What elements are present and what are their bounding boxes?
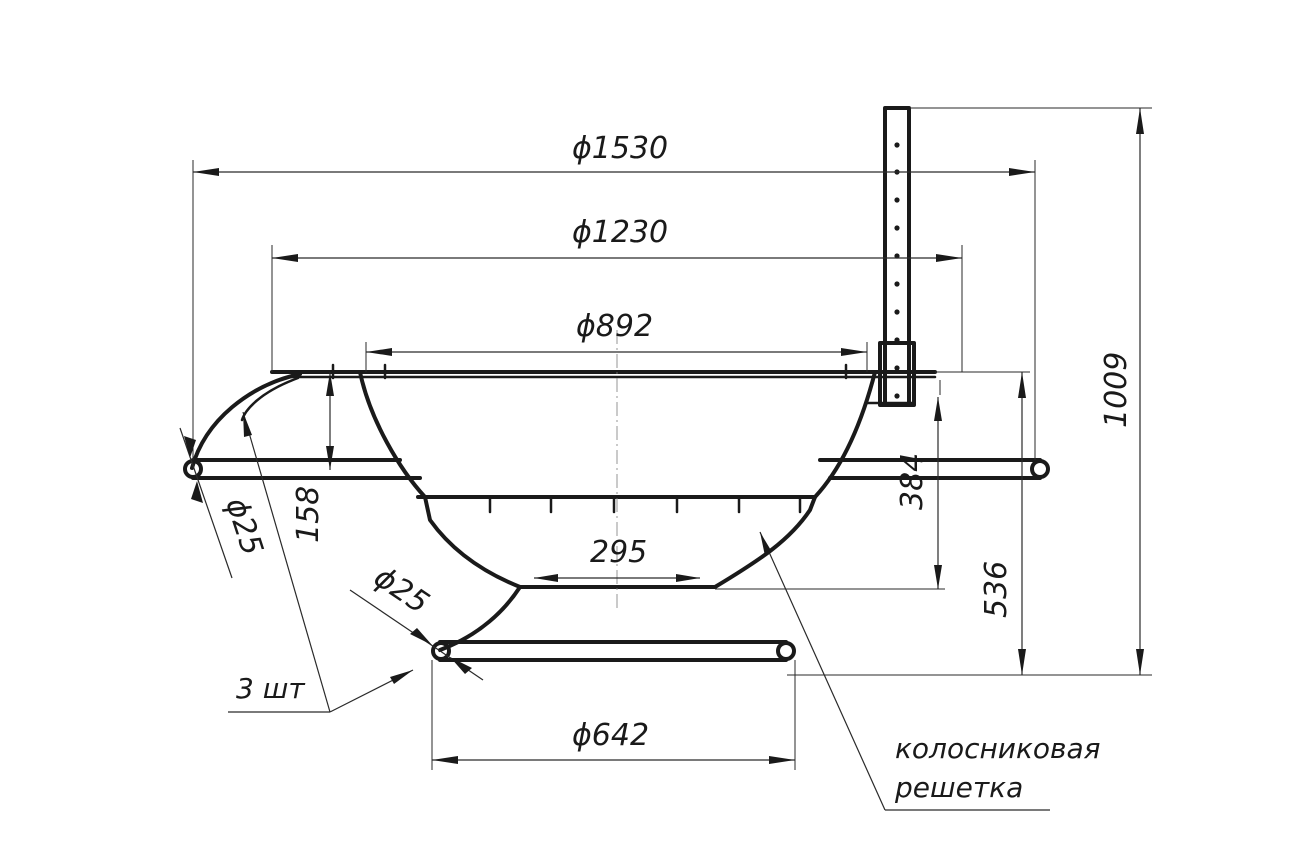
dimension-lines (179, 108, 1144, 811)
left-rim-arc (190, 372, 302, 470)
dim-outer-diameter: ϕ1530 (572, 131, 668, 166)
middle-ring-tube (191, 458, 1042, 480)
grate-ribs (488, 495, 802, 514)
post-holes (894, 142, 900, 399)
dim-bowl-depth: 384 (895, 453, 930, 510)
dim-rim-tube-diameter: ϕ25 (218, 494, 269, 560)
middle-ring-right-end (1030, 459, 1050, 479)
label-grate-line2: решетка (894, 771, 1023, 804)
base-ring-tube (438, 640, 788, 662)
dim-rim-height: 158 (291, 486, 326, 543)
middle-ring-left-end (183, 459, 203, 479)
parts (183, 106, 1050, 662)
base-ring-left-end (431, 641, 451, 661)
label-grate-line1: колосниковая (895, 732, 1101, 765)
dim-middle-diameter: ϕ1230 (572, 215, 668, 250)
base-ring-right-end (776, 641, 796, 661)
dim-base-ring-diameter: ϕ642 (572, 718, 649, 753)
labels: 3 шт колосниковая решетка (236, 672, 1101, 804)
dim-support-height: 536 (979, 561, 1014, 618)
dim-grate-width: 295 (590, 535, 647, 570)
label-quantity: 3 шт (236, 672, 305, 705)
base-leg-curve (438, 585, 522, 652)
post-sleeve (878, 341, 916, 407)
dim-overall-height: 1009 (1099, 352, 1134, 428)
dim-bowl-diameter: ϕ892 (576, 309, 653, 344)
extension-lines (192, 107, 1152, 770)
dim-base-tube-diameter: ϕ25 (368, 560, 436, 621)
